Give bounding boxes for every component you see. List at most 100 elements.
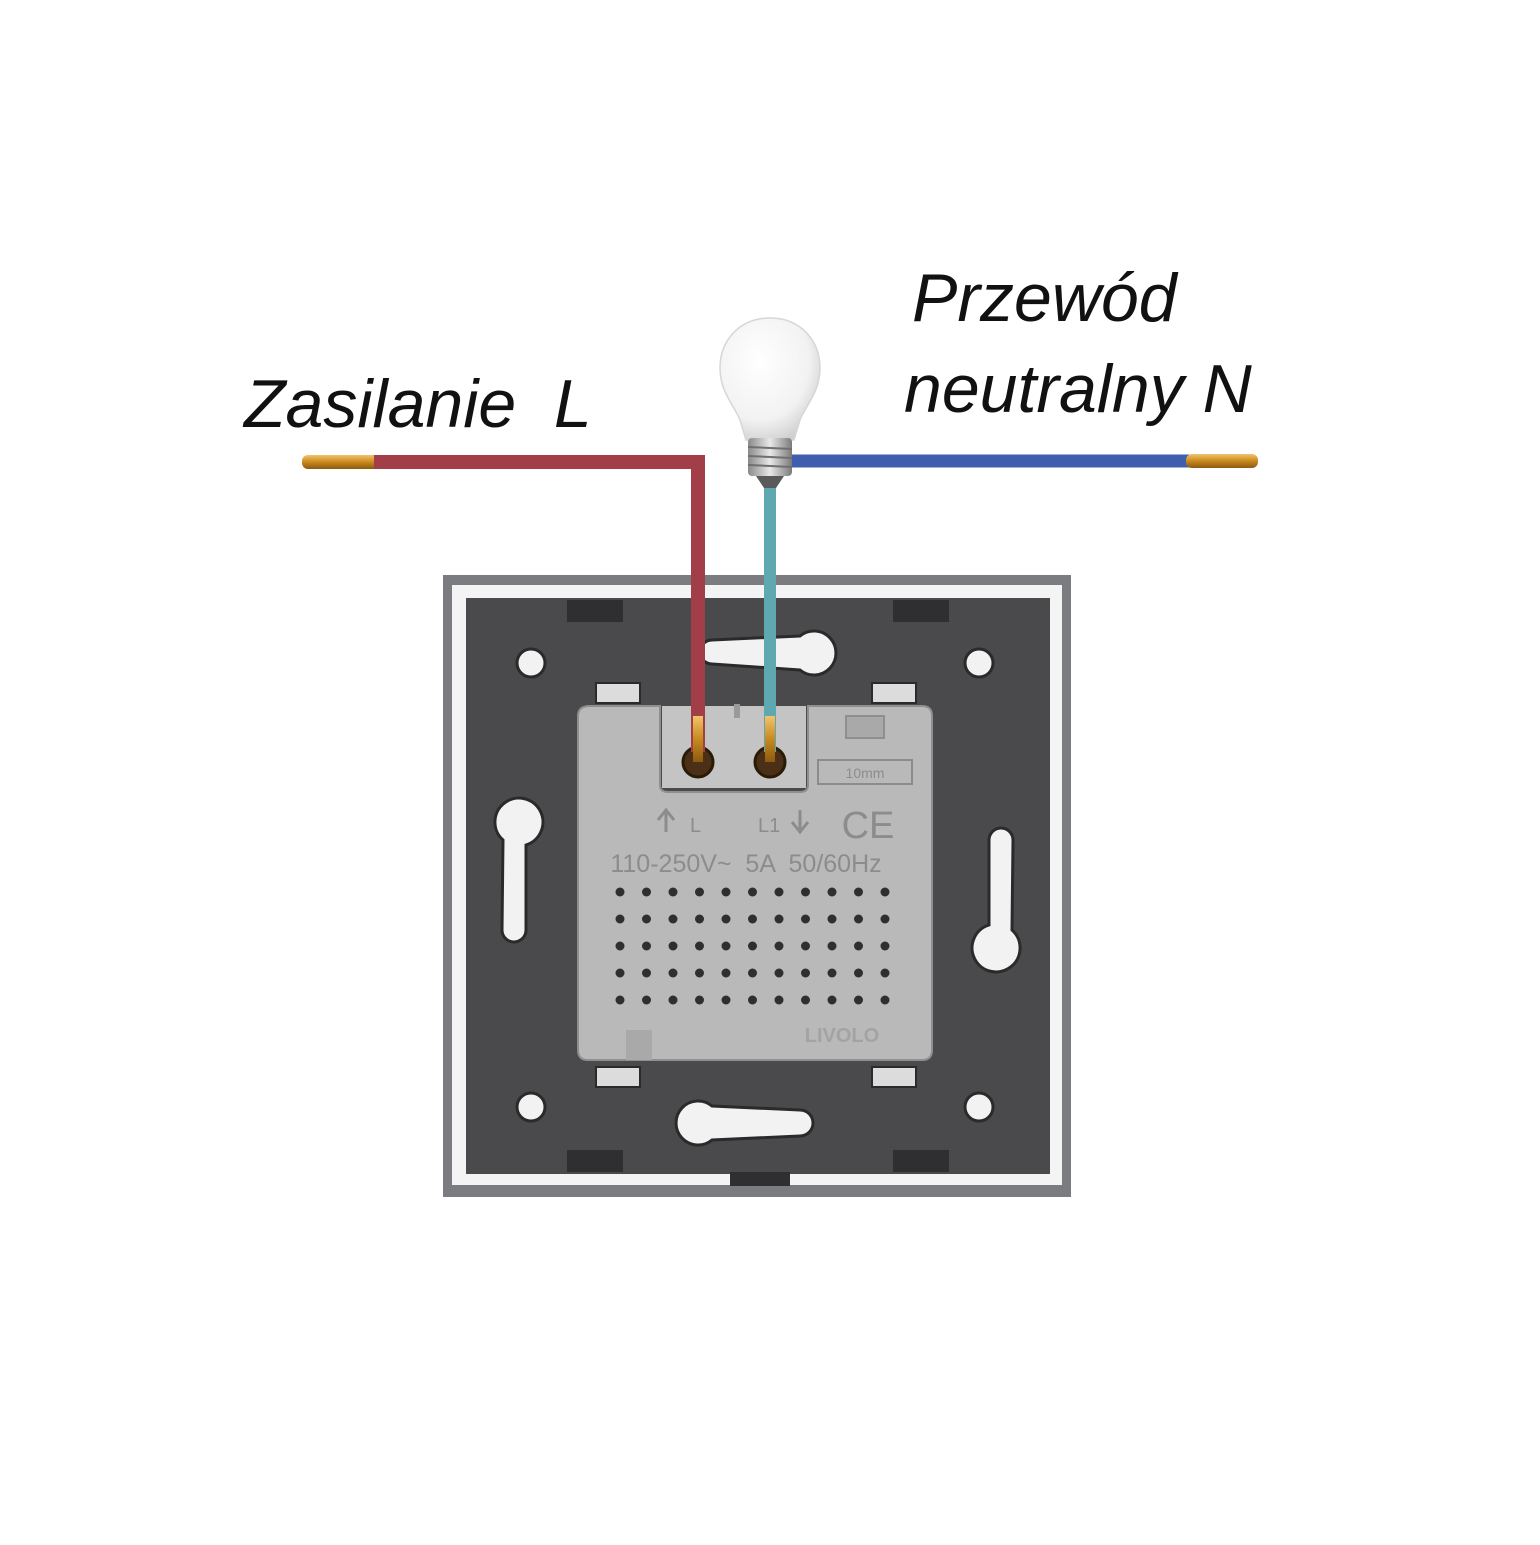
vent-hole [774,887,784,897]
vent-hole [695,968,704,978]
neutral-wire [790,454,1258,468]
neutral-wire-bare-end [1186,454,1258,468]
vent-hole [748,887,757,897]
up-arrow-icon [656,807,676,832]
vent-hole [668,968,678,978]
vent-hole [615,941,625,951]
vent-hole [695,941,704,951]
vent-hole [748,968,757,978]
vent-hole [854,941,863,951]
supply-live-label: Zasilanie L [244,366,592,442]
live-wire [302,455,705,762]
vent-hole [721,887,731,897]
terminal-block [662,706,806,788]
load-wire [764,480,776,762]
switch-module: 10mm L L1 CE 110-250V~ 5A 50/60Hz LIVOLO [577,704,933,1061]
vent-hole [774,995,784,1005]
vent-hole [774,968,784,978]
mount-hole-top-right [963,647,995,679]
module-body [577,705,933,1061]
vent-hole [615,914,625,924]
module-notch-top [845,715,885,739]
mount-hole-top-left [515,647,547,679]
ce-mark: CE [842,805,895,847]
bottom-clip-left [567,1150,623,1172]
vent-hole [642,995,651,1005]
neutral-label-line1: Przewód [912,260,1177,336]
vent-hole [668,995,678,1005]
vent-hole [827,887,837,897]
vent-hole [801,914,810,924]
vent-hole [642,941,651,951]
vent-hole [880,887,890,897]
vent-hole [880,968,890,978]
neutral-label-line2: neutralny N [904,351,1252,427]
vent-hole [668,914,678,924]
bulb-contact [756,476,784,488]
terminal-label-l1: L1 [758,815,780,837]
vent-hole [774,914,784,924]
bulb-glass [719,317,821,441]
vent-hole [801,968,810,978]
module-tab-bottom-left [595,1066,641,1088]
strip-length-text: 10mm [846,765,885,781]
mount-hole-bottom-left [515,1091,547,1123]
top-clip-left [567,600,623,622]
vent-hole [695,887,704,897]
vent-hole [748,914,757,924]
vent-hole [801,941,810,951]
mount-hole-bottom-right [963,1091,995,1123]
vent-hole [642,914,651,924]
load-wire-core [765,716,775,762]
terminal-label-l: L [690,815,701,837]
slot-right [970,826,1022,974]
vent-hole [880,941,890,951]
rating-text: 110-250V~ 5A 50/60Hz [610,850,881,878]
vent-hole [668,887,678,897]
vent-hole [827,941,837,951]
module-notch-bottom [626,1030,652,1060]
vent-hole [695,995,704,1005]
live-wire-bare-end [302,455,380,469]
bulb-thread [747,446,793,468]
vent-hole [642,887,651,897]
slot-bottom [674,1099,815,1147]
vent-hole [801,995,810,1005]
vent-hole [827,995,837,1005]
light-bulb-icon [719,317,821,488]
vent-hole [721,995,731,1005]
bottom-clip-right [893,1150,949,1172]
live-wire-core [693,716,703,762]
vent-hole [774,941,784,951]
down-arrow-icon [790,810,810,835]
module-tab-bottom-right [871,1066,917,1088]
top-clip-right [893,600,949,622]
vent-hole [827,968,837,978]
vent-hole [668,941,678,951]
vent-hole [721,941,731,951]
slot-left [493,796,545,944]
brand-logo: LIVOLO [805,1025,879,1047]
module-tab-top-right [871,682,917,704]
vent-hole [748,941,757,951]
live-wire-insulation [374,455,705,752]
vent-hole [748,995,757,1005]
module-tab-top-left [595,682,641,704]
vent-hole [615,887,625,897]
bottom-notch [730,1172,790,1186]
vent-hole [695,914,704,924]
vent-hole [642,968,651,978]
vent-hole [880,914,890,924]
ventilation-holes [615,887,890,1005]
terminal-divider [734,704,740,718]
vent-hole [615,968,625,978]
vent-hole [854,887,863,897]
vent-hole [854,914,863,924]
vent-hole [801,887,810,897]
vent-hole [854,995,863,1005]
vent-hole [721,968,731,978]
strip-length-gauge [817,759,913,785]
vent-hole [721,914,731,924]
vent-hole [880,995,890,1005]
